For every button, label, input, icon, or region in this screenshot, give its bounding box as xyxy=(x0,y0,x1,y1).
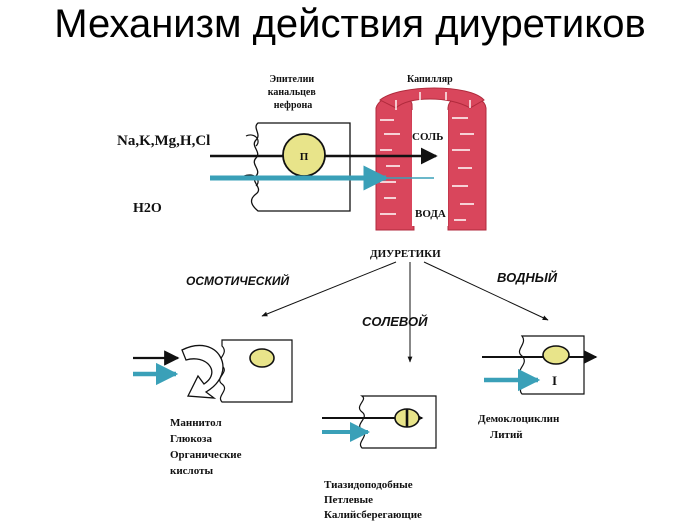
water-drugs: Демоклоциклин Литий xyxy=(478,413,562,441)
epithelium-label-line: Эпителии xyxy=(269,74,314,85)
osmotic-label: ОСМОТИЧЕСКИЙ xyxy=(186,272,289,288)
capillary xyxy=(375,87,487,231)
osmotic-drug: Органические xyxy=(170,449,242,461)
diuretics-label: ДИУРЕТИКИ xyxy=(370,248,441,260)
water-drug: Демоклоциклин xyxy=(478,413,560,425)
osmotic-pump-circle xyxy=(249,348,275,368)
osmotic-scheme xyxy=(133,339,293,403)
water-drug: Литий xyxy=(490,429,523,441)
capillary-label: Капилляр xyxy=(407,74,453,85)
saline-drug: Петлевые xyxy=(324,494,373,506)
osmotic-drug: Маннитол xyxy=(170,417,222,429)
branch-arrow-water xyxy=(423,261,549,321)
water-pump-circle xyxy=(542,345,570,365)
ions-label: Na,K,Mg,H,Cl xyxy=(117,133,210,149)
epithelium-label-line: канальцев xyxy=(268,87,317,98)
salt-label: СОЛЬ xyxy=(412,131,443,143)
epithelium-label: Эпителии канальцев нефрона xyxy=(268,74,318,111)
pump-label: П xyxy=(300,151,309,163)
saline-drugs: Тиазидоподобные Петлевые Калийсберегающи… xyxy=(324,479,422,521)
water-blocker-mark: I xyxy=(552,373,557,388)
osmotic-return-arrow xyxy=(181,344,224,399)
water-scheme: I xyxy=(482,335,598,395)
osmotic-drug: Глюкоза xyxy=(170,433,212,445)
water-label: H2O xyxy=(133,201,162,216)
branch-arrow-osmotic xyxy=(261,261,397,317)
epithelium-label-line: нефрона xyxy=(274,100,313,111)
osmotic-drug: кислоты xyxy=(170,465,213,477)
capillary-water-label: ВОДА xyxy=(415,208,446,220)
saline-drug: Тиазидоподобные xyxy=(324,479,413,491)
saline-drug: Калийсберегающие xyxy=(324,509,422,521)
saline-label: СОЛЕВОЙ xyxy=(362,313,428,329)
microvilli-line xyxy=(245,134,259,147)
saline-scheme xyxy=(322,395,437,449)
slide-title: Механизм действия диуретиков xyxy=(54,2,646,46)
osmotic-drugs: Маннитол Глюкоза Органические кислоты xyxy=(170,417,244,477)
water-branch-label: ВОДНЫЙ xyxy=(497,269,558,285)
